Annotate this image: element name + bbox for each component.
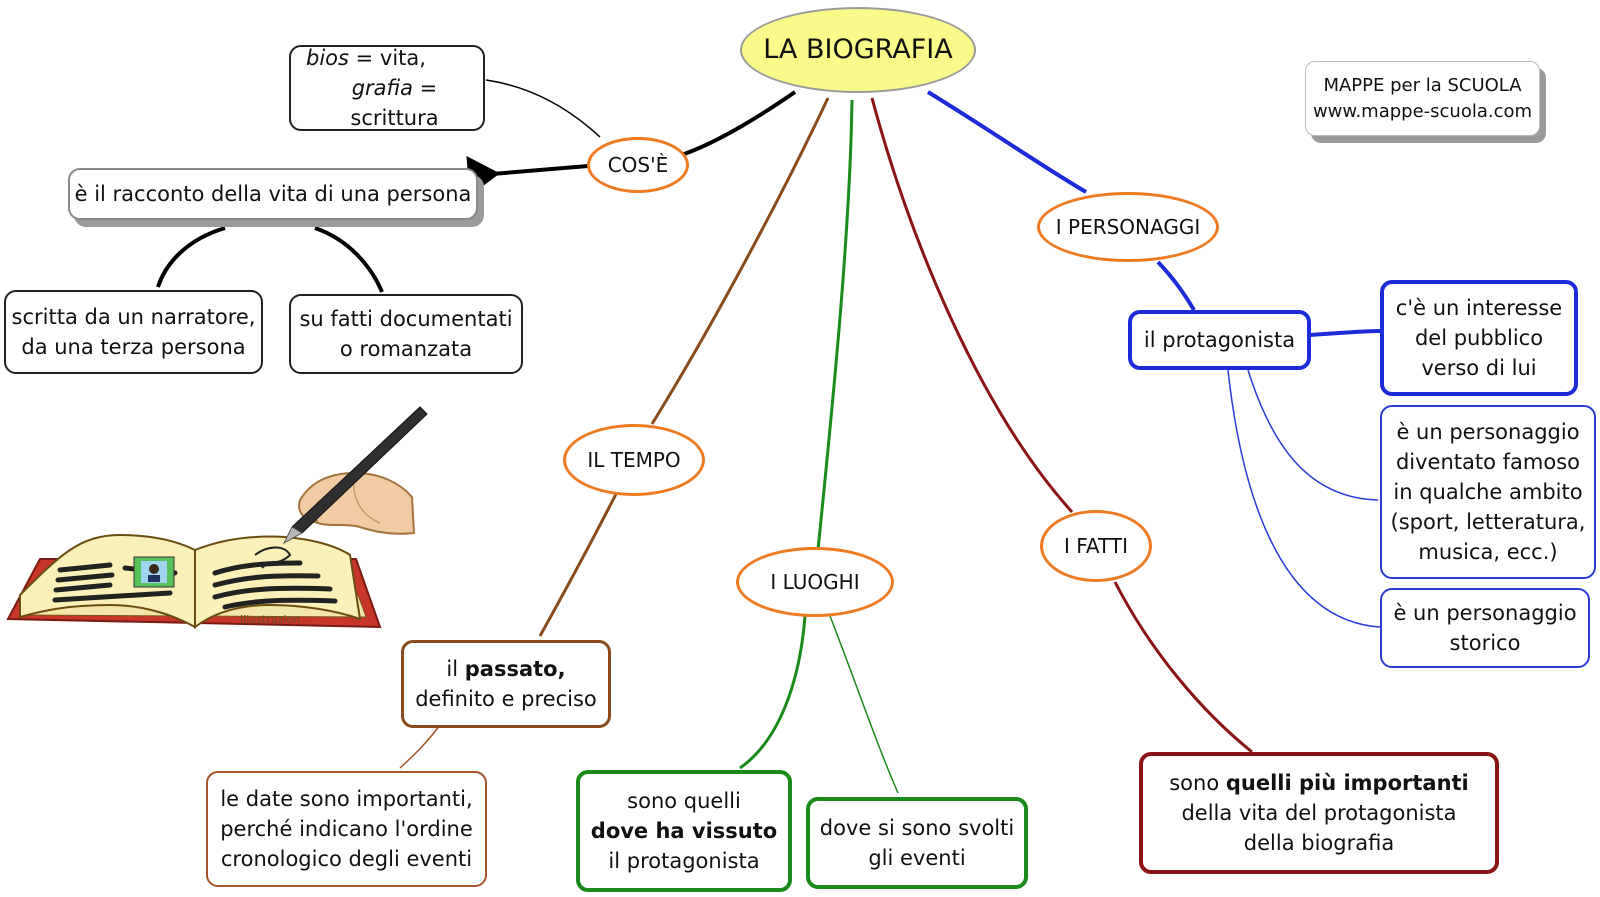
branch-personaggi-label: I PERSONAGGI xyxy=(1055,215,1201,239)
storico-box[interactable]: è un personaggio storico xyxy=(1380,588,1590,668)
protagonista-box[interactable]: il protagonista xyxy=(1128,310,1311,370)
narratore-box[interactable]: scritta da un narratore, da una terza pe… xyxy=(4,290,263,374)
branch-personaggi[interactable]: I PERSONAGGI xyxy=(1037,192,1219,262)
date-line1: le date sono importanti, xyxy=(220,787,473,811)
book-writing-illustration: Illustrazion xyxy=(6,406,428,629)
famoso-line1: è un personaggio xyxy=(1396,420,1580,444)
link-protagonista-interesse xyxy=(1309,329,1383,337)
narratore-line2: da una terza persona xyxy=(21,335,246,359)
link-passato-date xyxy=(399,724,441,769)
link-title-luoghi xyxy=(816,99,854,551)
vissuto-bold: dove ha vissuto xyxy=(590,819,778,843)
famoso-box[interactable]: è un personaggio diventato famoso in qua… xyxy=(1380,405,1596,579)
etymology-rest1: = vita, xyxy=(348,46,426,70)
interesse-box[interactable]: c'è un interesse del pubblico verso di l… xyxy=(1380,280,1578,396)
illustration-caption: Illustrazion xyxy=(240,613,300,626)
passato-pre: il xyxy=(446,657,465,681)
storico-line2: storico xyxy=(1449,631,1521,655)
branch-fatti-label: I FATTI xyxy=(1063,534,1129,558)
vissuto-line3: il protagonista xyxy=(608,849,760,873)
passato-box[interactable]: il passato, definito e preciso xyxy=(401,640,611,728)
etymology-box[interactable]: bios = vita, grafia = scrittura xyxy=(289,45,485,131)
branch-cose[interactable]: COS'È xyxy=(587,137,689,193)
link-cose-etymology xyxy=(485,79,601,138)
protagonista-text: il protagonista xyxy=(1143,328,1296,352)
importanti-bold: quelli più importanti xyxy=(1225,771,1469,795)
link-protagonista-famoso xyxy=(1247,369,1379,501)
link-luoghi-vissuto xyxy=(739,615,807,770)
fatti-documentati-box[interactable]: su fatti documentati o romanzata xyxy=(289,294,523,374)
date-box[interactable]: le date sono importanti, perché indicano… xyxy=(206,771,487,887)
vissuto-line1: sono quelli xyxy=(627,789,741,813)
fatti-documentati-line2: o romanzata xyxy=(339,337,473,361)
branch-luoghi-label: I LUOGHI xyxy=(770,570,860,594)
watermark-line1: MAPPE per la SCUOLA xyxy=(1323,74,1522,96)
etymology-word1: bios xyxy=(306,46,349,70)
passato-line2: definito e preciso xyxy=(415,687,597,711)
link-cose-definition xyxy=(466,156,589,196)
definition-text: è il racconto della vita di una persona xyxy=(74,182,472,206)
branch-luoghi[interactable]: I LUOGHI xyxy=(736,547,894,617)
title-node[interactable]: LA BIOGRAFIA xyxy=(740,7,976,93)
watermark-box: MAPPE per la SCUOLA www.mappe-scuola.com xyxy=(1305,61,1540,136)
definition-box[interactable]: è il racconto della vita di una persona xyxy=(68,168,478,220)
famoso-line2: diventato famoso xyxy=(1395,450,1581,474)
watermark-line2: www.mappe-scuola.com xyxy=(1312,100,1533,122)
link-luoghi-eventi xyxy=(829,615,899,794)
vissuto-box[interactable]: sono quelli dove ha vissuto il protagoni… xyxy=(576,770,792,892)
link-definition-narratore xyxy=(156,226,226,288)
storico-line1: è un personaggio xyxy=(1393,601,1577,625)
famoso-line4: (sport, letteratura, xyxy=(1390,510,1586,534)
link-personaggi-protagonista xyxy=(1156,260,1196,312)
famoso-line5: musica, ecc.) xyxy=(1418,540,1558,564)
famoso-line3: in qualche ambito xyxy=(1393,480,1583,504)
date-line2: perché indicano l'ordine xyxy=(220,817,473,841)
interesse-line1: c'è un interesse xyxy=(1395,296,1563,320)
eventi-line1: dove si sono svolti xyxy=(819,816,1015,840)
branch-cose-label: COS'È xyxy=(607,153,669,177)
importanti-pre: sono xyxy=(1169,771,1226,795)
etymology-rest2: = scrittura xyxy=(350,76,439,130)
interesse-line3: verso di lui xyxy=(1421,356,1537,380)
passato-bold: passato, xyxy=(464,657,566,681)
link-title-fatti xyxy=(870,97,1074,514)
narratore-line1: scritta da un narratore, xyxy=(11,305,256,329)
branch-tempo[interactable]: IL TEMPO xyxy=(563,424,705,496)
title-text: LA BIOGRAFIA xyxy=(763,34,953,65)
eventi-line2: gli eventi xyxy=(868,846,966,870)
link-tempo-passato xyxy=(538,493,618,637)
link-title-cose xyxy=(671,90,797,160)
date-line3: cronologico degli eventi xyxy=(220,847,473,871)
fatti-documentati-line1: su fatti documentati xyxy=(299,307,513,331)
etymology-word2: grafia xyxy=(351,76,413,100)
interesse-line2: del pubblico xyxy=(1414,326,1544,350)
importanti-line2: della vita del protagonista xyxy=(1181,801,1457,825)
branch-fatti[interactable]: I FATTI xyxy=(1040,510,1152,582)
link-definition-fattidoc xyxy=(314,226,384,293)
branch-tempo-label: IL TEMPO xyxy=(587,448,681,472)
link-protagonista-storico xyxy=(1227,369,1381,628)
importanti-line3: della biografia xyxy=(1243,831,1395,855)
importanti-box[interactable]: sono quelli più importanti della vita de… xyxy=(1139,752,1499,874)
link-title-tempo xyxy=(650,97,830,425)
link-fatti-importanti xyxy=(1113,581,1253,754)
link-title-personaggi xyxy=(926,90,1088,194)
eventi-box[interactable]: dove si sono svolti gli eventi xyxy=(806,797,1028,889)
